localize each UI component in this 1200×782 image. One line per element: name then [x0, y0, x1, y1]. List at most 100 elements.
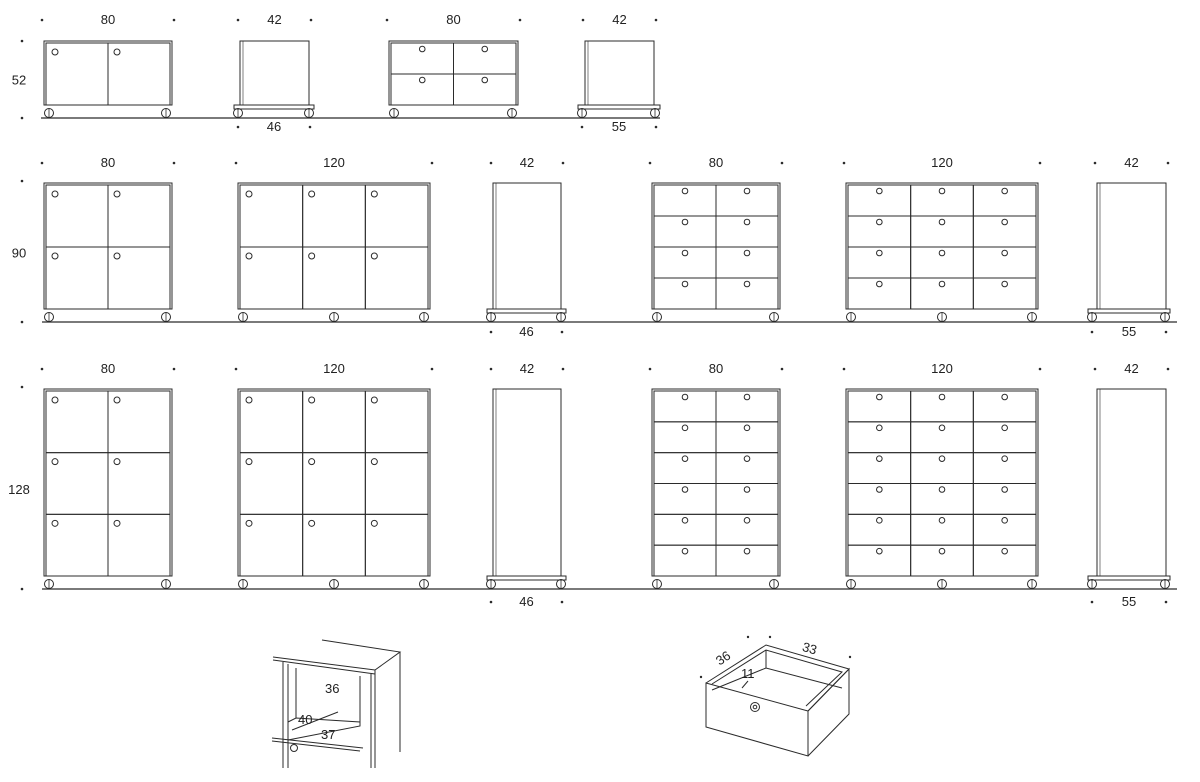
drawer-knob-icon — [681, 249, 689, 257]
dim-dot — [20, 385, 24, 389]
drawer-knob-icon — [681, 486, 689, 493]
door-knob-icon — [245, 519, 253, 527]
dim-dot — [648, 161, 652, 165]
cabinet-unit: 80 — [40, 12, 176, 118]
drawer-knob-icon — [681, 218, 689, 226]
width-label: 120 — [931, 361, 953, 376]
width-label: 80 — [101, 12, 115, 27]
drawer-knob-icon — [876, 547, 883, 555]
dim-dot — [648, 367, 652, 371]
dim-dot — [1166, 161, 1170, 165]
dim-dot — [40, 161, 44, 165]
door-knob-icon — [113, 48, 121, 56]
door-knob-icon — [308, 519, 316, 527]
height-label: 52 — [12, 73, 26, 88]
drawer-front — [972, 277, 1037, 310]
compartment-shelf-front-2 — [271, 740, 361, 752]
dim-dot — [172, 18, 176, 22]
drawer-front — [715, 544, 779, 577]
dim-dot — [746, 635, 750, 639]
dim-dot — [172, 367, 176, 371]
drawer-knob-inner — [752, 704, 758, 710]
drawer-knob-icon — [418, 45, 426, 53]
dim-dot — [40, 367, 44, 371]
dim-dot — [1164, 600, 1168, 604]
dim-dot — [20, 39, 24, 43]
height-label: 128 — [8, 482, 30, 497]
drawer-unit: 120 — [842, 155, 1042, 322]
drawer-knob-icon — [938, 280, 946, 288]
depth-label: 46 — [519, 324, 533, 339]
cabinet-unit: 120 — [234, 155, 434, 322]
side-panel — [584, 40, 655, 106]
door-knob-icon — [113, 190, 121, 198]
drawer-depth-label: 36 — [713, 648, 733, 668]
dim-dot — [581, 18, 585, 22]
compartment-width-label: 37 — [321, 727, 335, 742]
drawer-knob-icon — [743, 486, 751, 493]
drawer-knob-icon — [743, 280, 751, 288]
drawer-height-label: 11 — [741, 666, 755, 681]
dim-dot — [40, 18, 44, 22]
dim-dot — [1093, 161, 1097, 165]
caster-base — [1087, 575, 1171, 581]
side-view-unit: 42 46 — [233, 12, 315, 134]
dim-dot — [309, 18, 313, 22]
door-knob-icon — [308, 458, 316, 466]
depth-label: 46 — [267, 119, 281, 134]
dim-dot — [768, 635, 772, 639]
drawer-knob-icon — [743, 547, 751, 555]
door-knob-icon — [245, 190, 253, 198]
drawer-height-tick — [741, 680, 749, 689]
door-knob-icon — [51, 252, 59, 260]
drawer-knob-icon — [938, 486, 946, 493]
dim-dot — [20, 116, 24, 120]
dim-dot — [172, 161, 176, 165]
dim-dot — [1166, 367, 1170, 371]
dim-dot — [780, 367, 784, 371]
door-knob-icon — [370, 458, 378, 466]
drawer-knob-icon — [876, 187, 883, 195]
drawer-knob-icon — [938, 393, 946, 401]
dim-dot — [1038, 161, 1042, 165]
side-panel — [1096, 182, 1167, 310]
compartment-height-label: 36 — [325, 681, 339, 696]
door-knob-icon — [113, 458, 121, 466]
drawer-knob-icon — [743, 393, 751, 401]
cabinet-unit: 120 — [234, 361, 434, 589]
width-label: 42 — [267, 12, 281, 27]
drawer-unit: 80 — [648, 155, 784, 322]
door-panel — [107, 42, 171, 106]
door-panel — [107, 246, 171, 310]
caster-base — [233, 104, 315, 110]
drawer-knob-icon — [750, 702, 760, 712]
drawer-knob-icon — [418, 76, 426, 84]
drawer-knob-icon — [876, 280, 883, 288]
caster-base — [577, 104, 661, 110]
dim-dot — [489, 161, 493, 165]
drawer-knob-icon — [938, 455, 946, 462]
door-knob-icon — [245, 396, 253, 404]
width-label: 80 — [709, 361, 723, 376]
width-label: 42 — [1124, 361, 1138, 376]
drawer-knob-icon — [876, 393, 883, 401]
width-label: 120 — [931, 155, 953, 170]
drawer-front — [715, 277, 779, 310]
drawer-knob-icon — [876, 517, 883, 524]
drawer-knob-icon — [1001, 455, 1008, 462]
drawer-knob-icon — [743, 517, 751, 524]
drawer-front-panel — [705, 682, 809, 757]
width-label: 80 — [101, 361, 115, 376]
drawer-knob-icon — [681, 547, 689, 555]
door-knob-icon — [113, 396, 121, 404]
drawer-knob-icon — [743, 455, 751, 462]
depth-label: 55 — [1122, 324, 1136, 339]
width-label: 80 — [446, 12, 460, 27]
dim-dot — [430, 161, 434, 165]
dim-dot — [842, 161, 846, 165]
width-label: 80 — [709, 155, 723, 170]
